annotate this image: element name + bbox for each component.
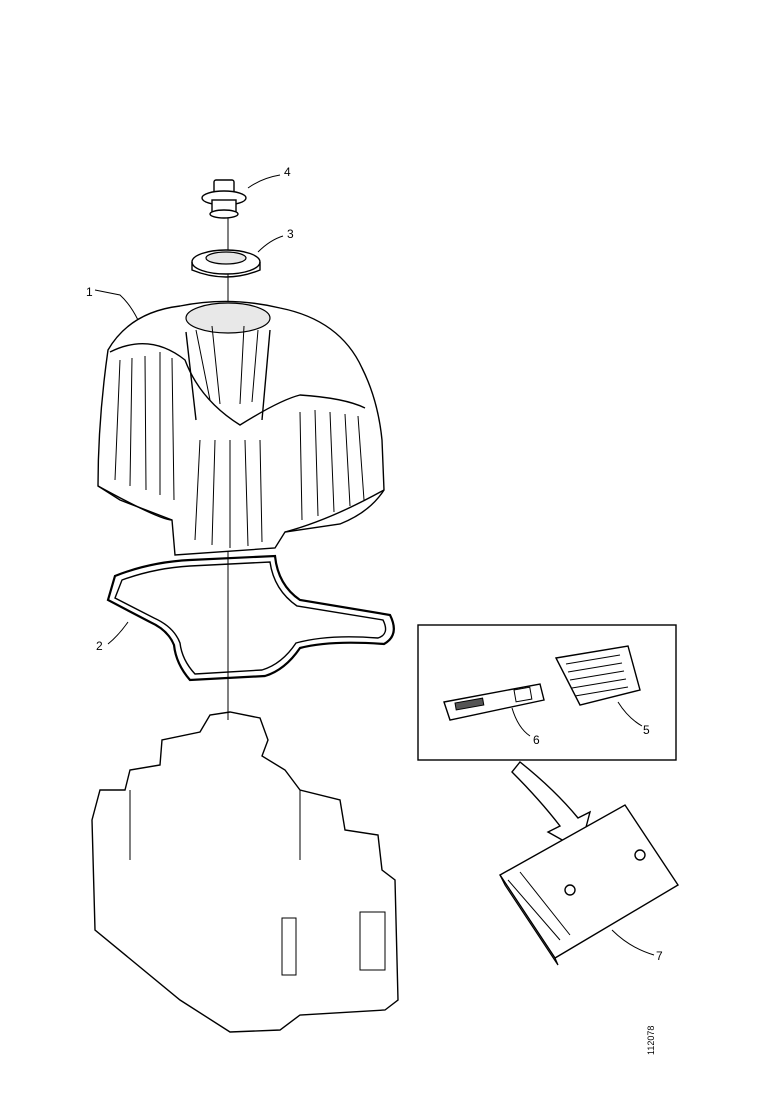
part-5-square-decal — [554, 645, 641, 706]
figure-reference: 112078 — [646, 1026, 656, 1055]
callout-7: 7 — [656, 949, 663, 963]
callout-6: 6 — [533, 733, 540, 747]
engine-block-outline — [91, 711, 399, 1033]
part-4-filler-cap — [201, 179, 247, 219]
callout-2: 2 — [96, 639, 103, 653]
callout-3: 3 — [287, 227, 294, 241]
part-3-seal-ring — [191, 249, 261, 278]
part-1-valve-cover — [97, 300, 385, 556]
decal-inset-box — [417, 624, 677, 761]
part-2-gasket — [106, 554, 395, 682]
part-6-small-decal — [443, 683, 545, 721]
callout-1: 1 — [86, 285, 93, 299]
callout-5: 5 — [643, 723, 650, 737]
callout-4: 4 — [284, 165, 291, 179]
part-7-decal-plate — [498, 804, 679, 966]
leader-lines — [94, 174, 655, 956]
